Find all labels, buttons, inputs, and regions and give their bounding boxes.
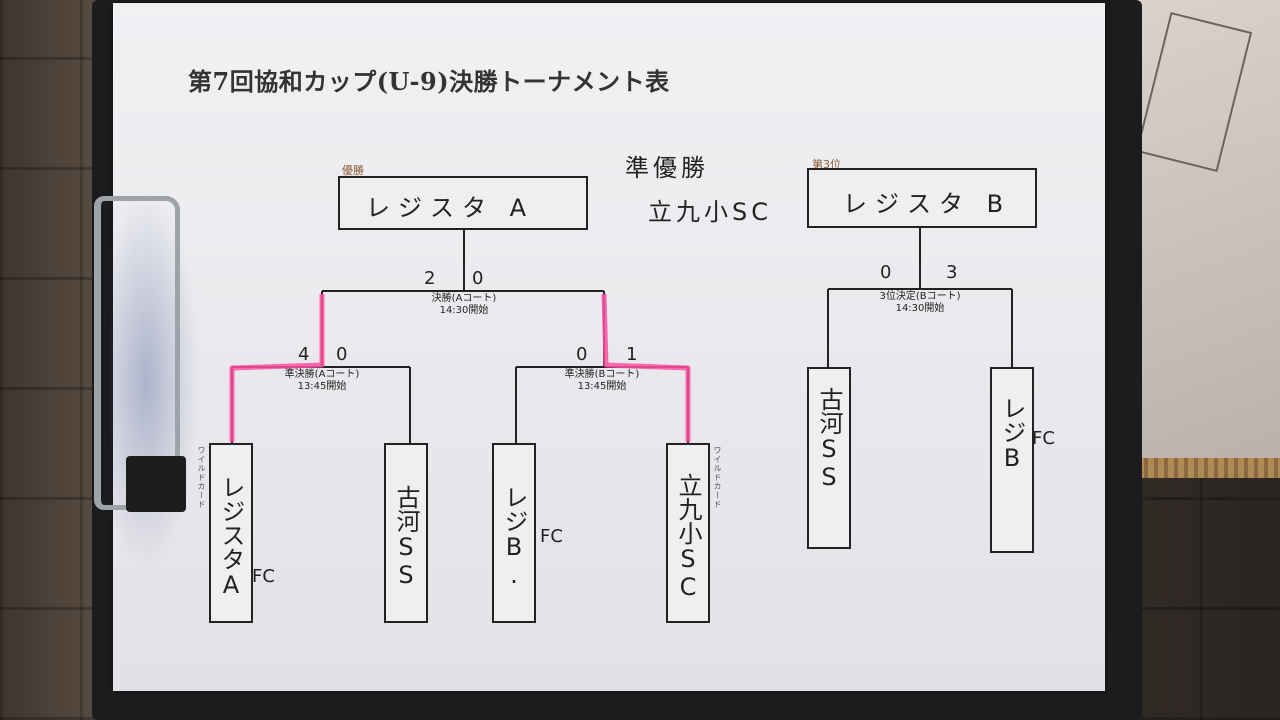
third-place-score-left: 0: [880, 262, 892, 283]
semi-b-label: 準決勝(Bコート) 13:45開始: [542, 369, 662, 393]
third-label: 第3位: [812, 158, 841, 171]
third-place-time: 14:30開始: [895, 303, 945, 314]
semi-b-time: 13:45開始: [577, 381, 627, 392]
team-box-4: 立九小SC: [666, 443, 710, 623]
third-box: レジスタ B: [807, 168, 1037, 228]
team-name-1: レジスタA: [217, 475, 245, 599]
semi-a-score-left: 4: [298, 344, 310, 365]
semi-a-score-right: 0: [336, 344, 348, 365]
team-box-6: レジB: [990, 367, 1034, 553]
final-label: 決勝(Aコート) 14:30開始: [404, 293, 524, 317]
team-box-1: レジスタA: [209, 443, 253, 623]
runner-up-heading: 準優勝: [625, 154, 709, 182]
team-suffix-6: FC: [1032, 428, 1055, 449]
winner-box: レジスタ A: [338, 176, 588, 230]
final-title: 決勝(Aコート): [431, 293, 497, 304]
winner-label: 優勝: [342, 164, 364, 177]
third-place-label: 3位決定(Bコート) 14:30開始: [860, 291, 980, 315]
wildcard-label-right: ワイルドカード: [713, 446, 722, 509]
third-place-title: 3位決定(Bコート): [879, 291, 961, 302]
team-name-3: レジB.: [500, 485, 528, 589]
wildcard-label-left: ワイルドカード: [197, 446, 206, 509]
winner-team: レジスタ A: [366, 194, 535, 222]
tournament-sheet: [113, 3, 1105, 691]
semi-a-time: 13:45開始: [297, 381, 347, 392]
highlight-path-a: [229, 294, 325, 442]
cardboard-edge: [1138, 458, 1280, 478]
semi-b-score-left: 0: [576, 344, 588, 365]
semi-b-score-right: 1: [626, 344, 638, 365]
final-score-right: 0: [472, 268, 484, 289]
team-box-5: 古河SS: [807, 367, 851, 549]
team-suffix-3: FC: [540, 526, 563, 547]
sheet-title: 第7回協和カップ(U-9)決勝トーナメント表: [188, 67, 670, 96]
semi-b-title: 準決勝(Bコート): [564, 369, 640, 380]
highlight-path-b: [601, 293, 691, 442]
team-name-2: 古河SS: [392, 485, 420, 589]
final-score-left: 2: [424, 268, 436, 289]
cardboard-box: [1128, 0, 1280, 470]
final-time: 14:30開始: [439, 305, 489, 316]
third-team: レジスタ B: [843, 190, 1012, 218]
semi-a-label: 準決勝(Aコート) 13:45開始: [262, 369, 382, 393]
semi-a-title: 準決勝(Aコート): [284, 369, 360, 380]
team-box-2: 古河SS: [384, 443, 428, 623]
team-name-4: 立九小SC: [674, 473, 702, 601]
team-box-3: レジB.: [492, 443, 536, 623]
clipboard-clip-grip: [126, 456, 186, 512]
team-name-6: レジB: [998, 396, 1026, 472]
team-name-5: 古河SS: [815, 387, 843, 491]
team-suffix-1: FC: [252, 566, 275, 587]
runner-up-team: 立九小SC: [648, 198, 772, 226]
third-place-score-right: 3: [946, 262, 958, 283]
